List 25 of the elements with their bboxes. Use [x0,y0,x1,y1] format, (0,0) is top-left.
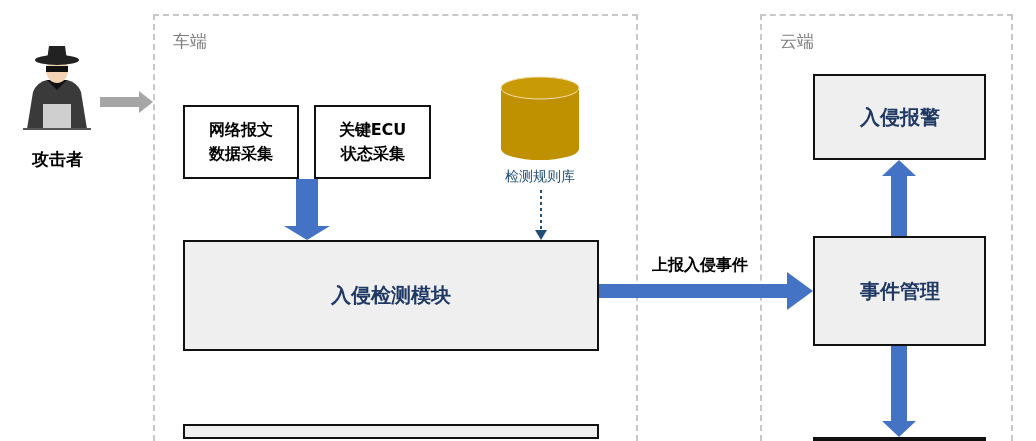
process-box [813,437,986,441]
arrow [535,189,547,240]
process-box [183,424,599,439]
zone-heading: 车端 [173,30,207,53]
box-label: 入侵报警 [859,103,940,131]
arrow [882,346,916,437]
zone-panel [760,14,1013,441]
arrow [284,179,330,240]
arrow [599,272,813,310]
arrow [882,160,916,236]
person-label: 攻击者 [30,148,84,171]
edge-label: 上报入侵事件 [650,255,750,276]
database-label: 检测规则库 [504,168,576,186]
box-label: 关键ECU状态采集 [337,119,408,165]
zone-heading: 云端 [780,30,814,53]
box-label: 网络报文数据采集 [208,119,274,165]
process-box [183,240,599,351]
process-box [314,105,431,179]
zone-panel [153,14,638,441]
arrow [100,91,153,113]
process-box [183,105,299,179]
process-box [813,236,986,346]
box-label: 入侵检测模块 [331,282,451,309]
box-label: 事件管理 [859,277,940,305]
process-box [813,74,986,160]
